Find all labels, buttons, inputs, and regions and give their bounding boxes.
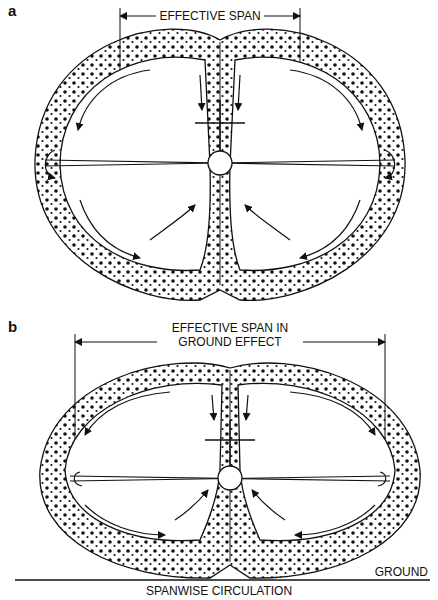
figure-letter: a	[8, 4, 16, 18]
ground-label: GROUND	[375, 565, 428, 579]
vortex-pair-b	[15, 334, 430, 580]
figure-letter: b	[8, 320, 17, 334]
caption-label: SPANWISE CIRCULATION	[146, 584, 292, 598]
vortex-pair-a	[35, 8, 405, 300]
ground-line	[15, 579, 430, 580]
dimension-label: EFFECTIVE SPAN	[156, 9, 263, 23]
dimension-label: EFFECTIVE SPAN IN GROUND EFFECT	[157, 321, 303, 349]
